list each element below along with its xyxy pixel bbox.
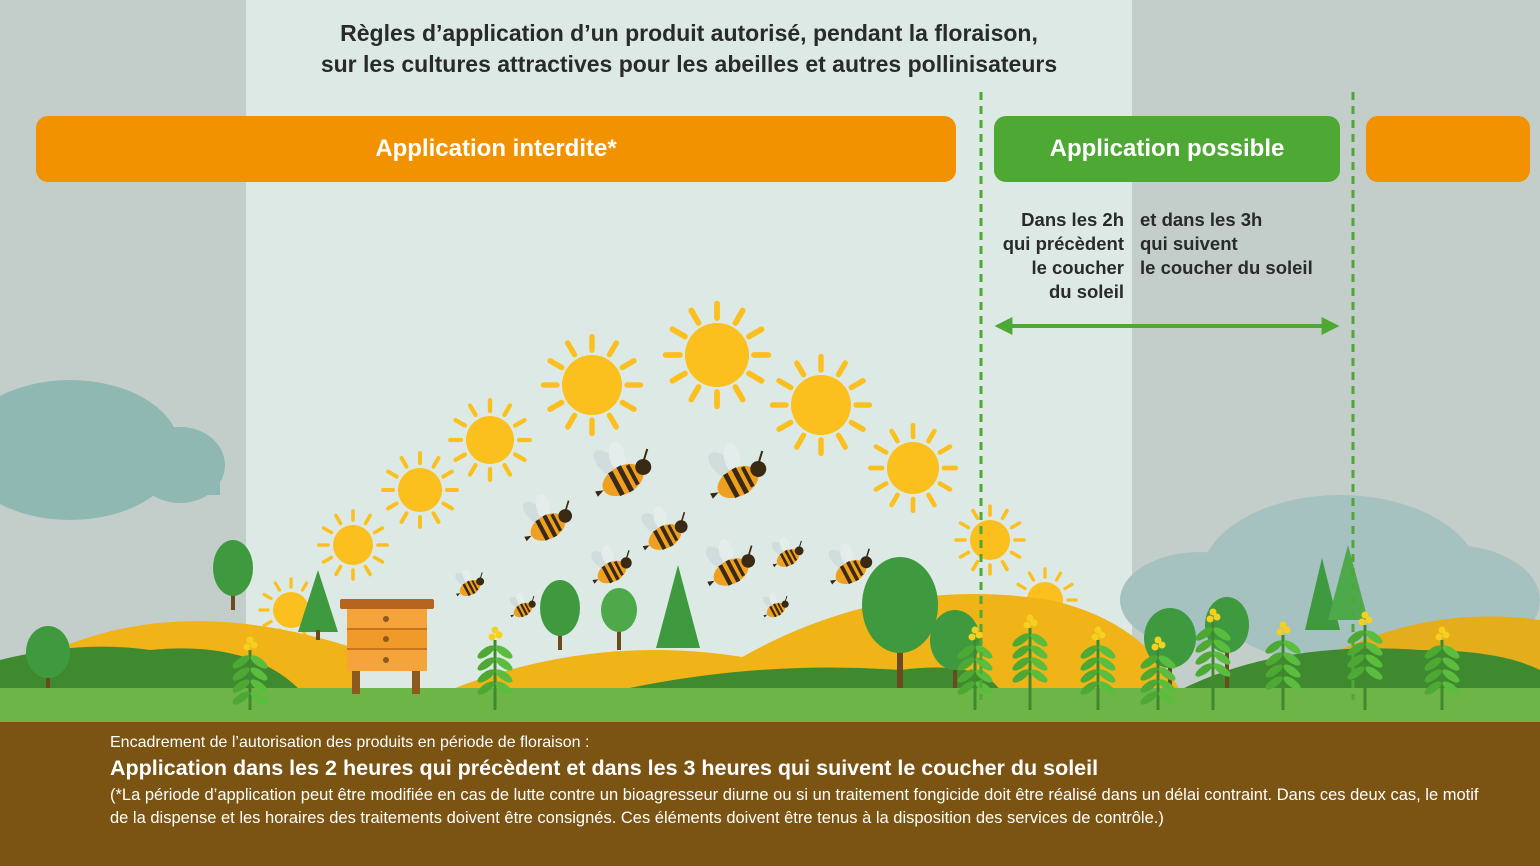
grass-strip — [0, 688, 1540, 722]
bee-icon — [705, 539, 756, 587]
flowering-plant-icon — [1195, 608, 1231, 710]
sun-icon — [867, 422, 959, 514]
bee-icon — [771, 536, 804, 568]
bee-icon — [641, 506, 688, 551]
green-hill-left — [0, 646, 300, 690]
application-forbidden-bar: Application interdite* — [36, 116, 956, 182]
flowering-plant-icon — [1424, 626, 1460, 710]
title-line-1: Règles d’application d’un produit autori… — [340, 20, 1038, 46]
note-after-line: le coucher du soleil — [1140, 257, 1313, 278]
note-before-line: du soleil — [1048, 281, 1124, 302]
bee-icon — [509, 592, 536, 618]
flowering-plant-icon — [1265, 621, 1301, 710]
flowering-plant-icon — [477, 626, 513, 710]
page-title: Règles d’application d’un produit autori… — [246, 18, 1132, 80]
flowering-plant-icon — [1012, 614, 1048, 710]
green-hill-center — [620, 667, 1000, 690]
bee-icon — [593, 441, 652, 497]
sun-arc — [258, 300, 1078, 643]
application-forbidden-label: Application interdite* — [375, 135, 617, 162]
bee-icon — [762, 592, 789, 618]
bee-icon — [828, 542, 873, 585]
tree-round-2 — [26, 626, 70, 688]
sun-icon — [954, 504, 1026, 576]
sun-icon — [769, 353, 873, 457]
bee-icon — [708, 443, 767, 499]
regulation-footer: Encadrement de l’autorisation des produi… — [0, 722, 1540, 866]
sun-icon — [317, 509, 389, 581]
note-before-line: qui précèdent — [1002, 233, 1124, 254]
application-possible-label: Application possible — [1049, 135, 1285, 162]
tree-round-4 — [601, 588, 637, 650]
application-forbidden-bar-after — [1366, 116, 1530, 182]
cloud-left — [0, 380, 225, 520]
flowering-plant-icon — [1140, 636, 1176, 710]
sun-icon — [662, 300, 772, 410]
note-after-line: qui suivent — [1140, 233, 1238, 254]
application-possible-bar: Application possible — [994, 116, 1340, 182]
flowering-plant-icon — [232, 636, 268, 710]
footer-main-rule: Application dans les 2 heures qui précèd… — [110, 756, 1099, 780]
title-line-2: sur les cultures attractives pour les ab… — [320, 51, 1058, 77]
bee-swarm — [455, 441, 873, 618]
note-before-line: Dans les 2h — [1021, 209, 1124, 230]
bee-icon — [522, 494, 573, 542]
tree-pine-2 — [656, 565, 700, 648]
sun-icon — [448, 398, 532, 482]
window-before-sunset-note: Dans les 2h qui précèdent le coucher du … — [1003, 208, 1124, 304]
footer-intro: Encadrement de l’autorisation des produi… — [110, 734, 590, 751]
tree-pine-3 — [1305, 545, 1368, 630]
tree-round-big — [862, 557, 938, 690]
note-before-line: le coucher — [1031, 257, 1124, 278]
note-after-line: et dans les 3h — [1140, 209, 1263, 230]
bee-icon — [591, 544, 632, 584]
sun-icon — [540, 333, 644, 437]
beehive — [340, 599, 434, 694]
landscape-illustration — [0, 92, 1540, 722]
tree-pine-1 — [298, 570, 338, 640]
flowering-plant-icon — [1080, 626, 1116, 710]
flowering-plants — [232, 608, 1460, 710]
tree-round-3 — [540, 580, 580, 650]
tree-round-1 — [213, 540, 253, 610]
window-after-sunset-note: et dans les 3h qui suivent le coucher du… — [1140, 208, 1313, 280]
flowering-plant-icon — [1347, 611, 1383, 710]
bee-icon — [455, 568, 485, 597]
sun-icon — [381, 451, 459, 529]
footer-detail: (*La période d’application peut être mod… — [110, 786, 1479, 827]
